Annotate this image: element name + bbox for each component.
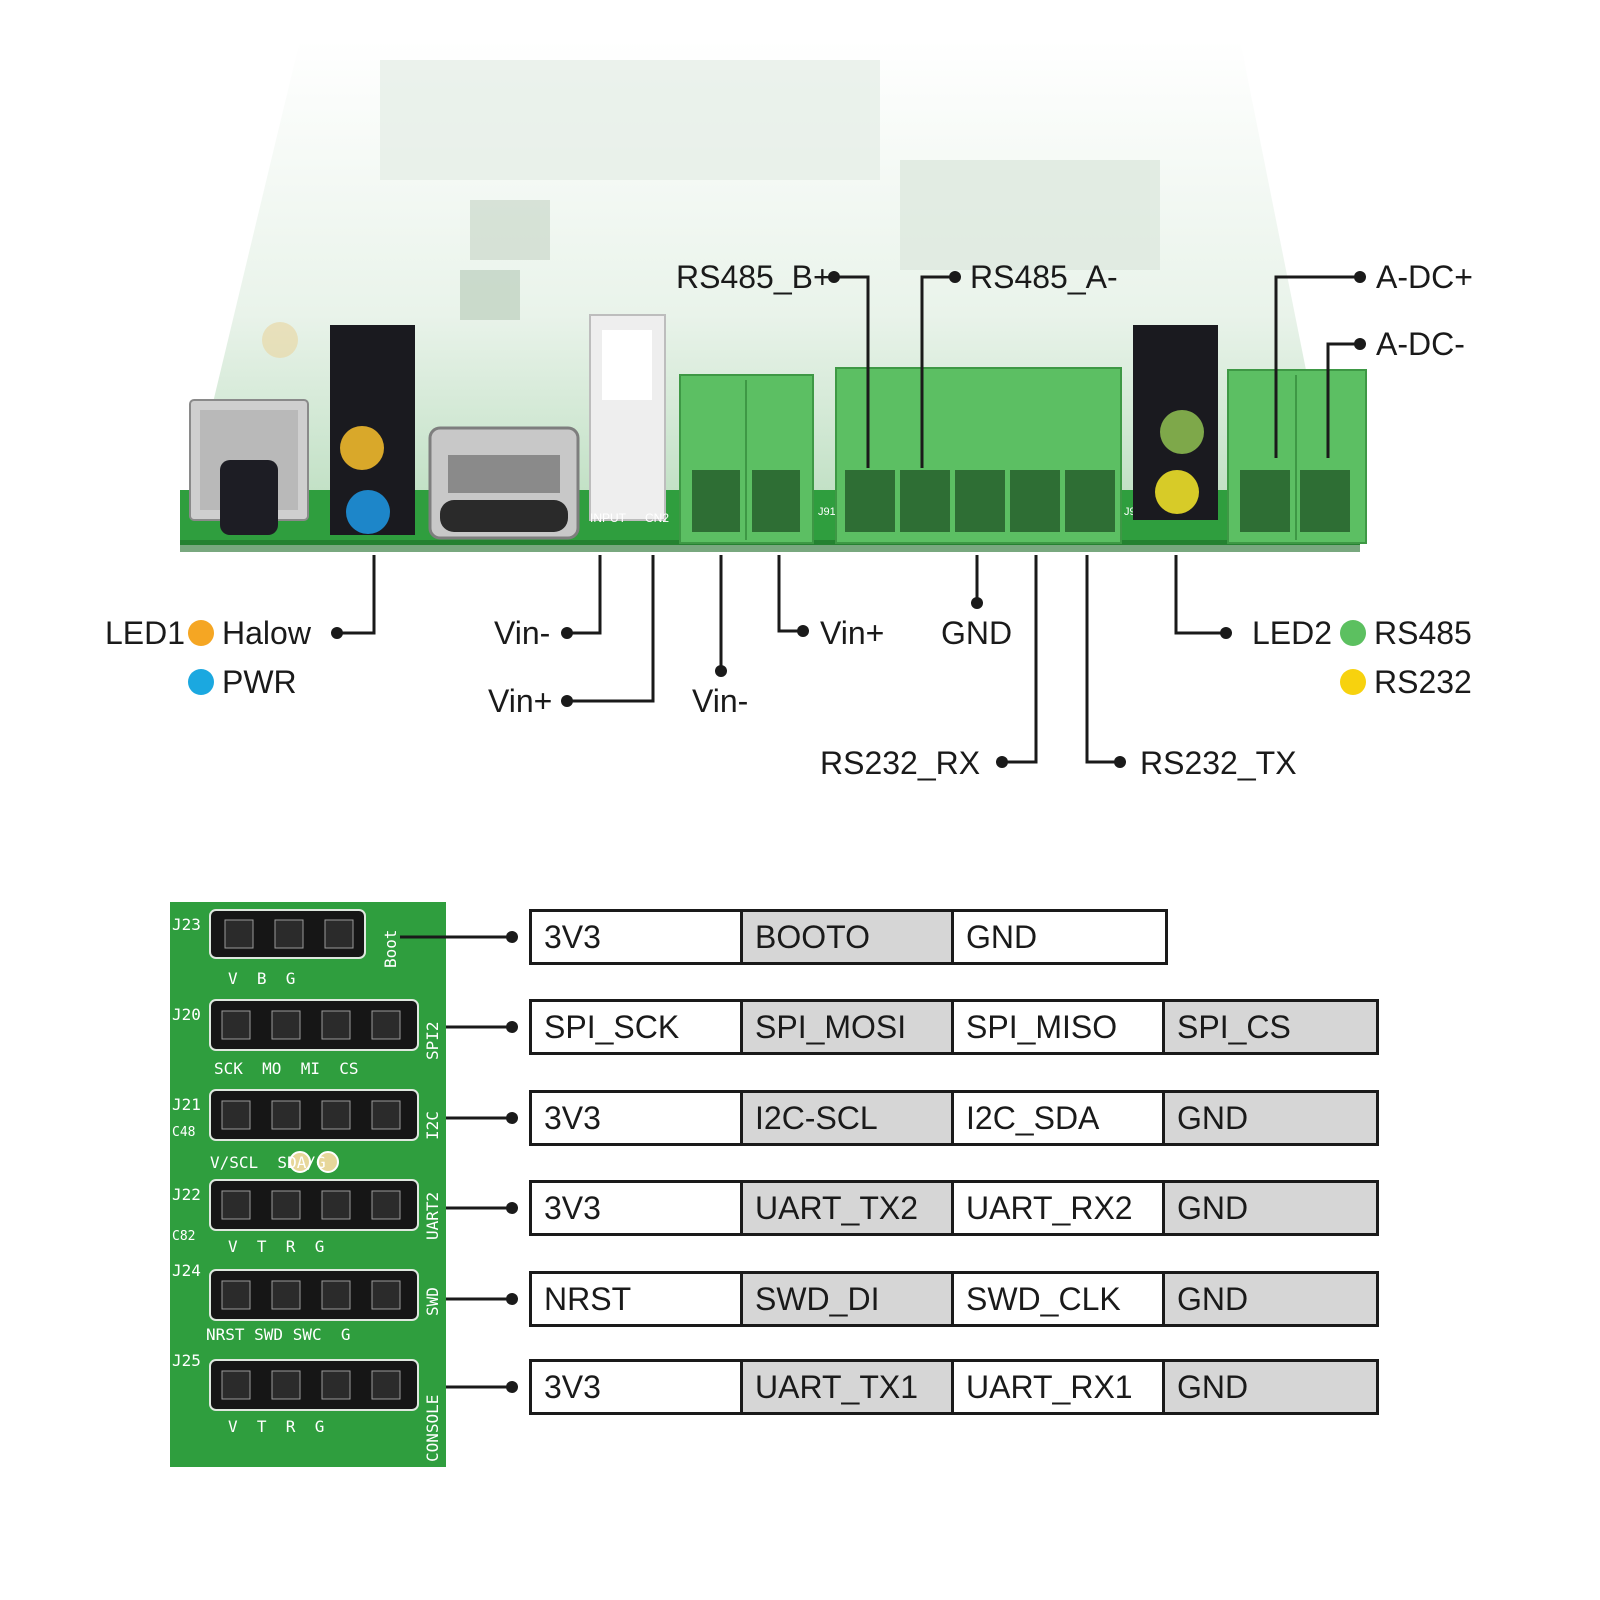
- led-green-dot-icon: [1340, 620, 1366, 646]
- pin-cell: SPI_MISO: [954, 1002, 1165, 1052]
- adc-terminal-block: [1227, 369, 1367, 544]
- pin-cell: I2C-SCL: [743, 1093, 954, 1143]
- pin-cell: GND: [1165, 1183, 1376, 1233]
- input-mark: INPUT: [590, 511, 627, 525]
- vin-minus-2-label: Vin-: [692, 683, 749, 719]
- pin-cell: GND: [1165, 1362, 1376, 1412]
- led2-label: LED2: [1252, 615, 1333, 651]
- j22-pins: V T R G: [228, 1237, 324, 1256]
- a-dc-minus-label: A-DC-: [1376, 326, 1465, 362]
- pin-table-spi: SPI_SCK SPI_MOSI SPI_MISO SPI_CS: [529, 999, 1379, 1055]
- j91-mark: J91: [818, 506, 836, 518]
- pin-cell: SPI_MOSI: [743, 1002, 954, 1052]
- pin-cell: GND: [1165, 1274, 1376, 1324]
- pin-cell: BOOTO: [743, 912, 954, 962]
- led1-halow-label: Halow: [222, 615, 311, 651]
- rs232-tx-label: RS232_TX: [1140, 745, 1297, 781]
- pin-cell: 3V3: [532, 1093, 743, 1143]
- rs232-rx-label: RS232_RX: [820, 745, 981, 781]
- pin-cell: 3V3: [532, 912, 743, 962]
- j20-ref: J20: [172, 1005, 201, 1024]
- pin-cell: UART_RX1: [954, 1362, 1165, 1412]
- vin-terminal-block: J91: [679, 374, 836, 544]
- j23-pins: V B G: [228, 969, 295, 988]
- led2-rs485-label: RS485: [1374, 615, 1472, 651]
- j21-ref: J21: [172, 1095, 201, 1114]
- pin-cell: I2C_SDA: [954, 1093, 1165, 1143]
- pin-cell: NRST: [532, 1274, 743, 1324]
- pin-cell: GND: [1165, 1093, 1376, 1143]
- uart2-side-mark: UART2: [423, 1192, 442, 1240]
- vin-plus-2-label: Vin+: [820, 615, 885, 651]
- rs485-b-plus-label: RS485_B+: [676, 259, 832, 295]
- pin-cell: UART_TX2: [743, 1183, 954, 1233]
- pin-table-i2c: 3V3 I2C-SCL I2C_SDA GND: [529, 1090, 1379, 1146]
- pin-cell: 3V3: [532, 1183, 743, 1233]
- boot-side-mark: Boot: [381, 929, 400, 968]
- j20-pins: SCK MO MI CS: [214, 1059, 359, 1078]
- led2-holder: [1133, 325, 1218, 520]
- header-leader-dots: [506, 931, 518, 1393]
- pin-table-console: 3V3 UART_TX1 UART_RX1 GND: [529, 1359, 1379, 1415]
- leader-dots: [331, 271, 1366, 768]
- led2-rs232-label: RS232: [1374, 664, 1472, 700]
- leader-lines: [337, 275, 1360, 764]
- j23-ref: J23: [172, 915, 201, 934]
- pin-table-swd: NRST SWD_DI SWD_CLK GND: [529, 1271, 1379, 1327]
- led-orange-dot-icon: [188, 620, 214, 646]
- spi2-side-mark: SPI2: [423, 1021, 442, 1060]
- c48-mark: C48: [172, 1125, 195, 1140]
- rs485-a-minus-label: RS485_A-: [970, 259, 1118, 295]
- c82-mark: C82: [172, 1229, 195, 1244]
- j24-pins: NRST SWD SWC G: [206, 1325, 351, 1344]
- pin-cell: GND: [954, 912, 1165, 962]
- led-yellow-dot-icon: [1340, 669, 1366, 695]
- led1-holder: [330, 325, 415, 535]
- pin-cell: SWD_CLK: [954, 1274, 1165, 1324]
- vin-minus-1-label: Vin-: [494, 615, 551, 651]
- j21-pins: V/SCL SDA/G: [210, 1153, 326, 1172]
- vin-plus-1-label: Vin+: [488, 683, 553, 719]
- swd-side-mark: SWD: [423, 1287, 442, 1316]
- pin-cell: UART_TX1: [743, 1362, 954, 1412]
- j24-ref: J24: [172, 1261, 201, 1280]
- input-connector: INPUT CN2: [589, 314, 669, 525]
- console-side-mark: CONSOLE: [423, 1395, 442, 1462]
- rs485-rs232-terminal-block: J90: [835, 367, 1142, 544]
- header-board: J23 V B G J20 SCK MO MI CS J21 C48 V/SCL…: [170, 902, 446, 1467]
- j22-ref: J22: [172, 1185, 201, 1204]
- gnd-label: GND: [941, 615, 1013, 651]
- pin-cell: 3V3: [532, 1362, 743, 1412]
- header-leader-lines: [400, 935, 512, 1389]
- led-blue-dot-icon: [188, 669, 214, 695]
- pin-cell: SPI_CS: [1165, 1002, 1376, 1052]
- usb-c-connector: [428, 426, 580, 540]
- pin-table-boot: 3V3 BOOTO GND: [529, 909, 1168, 965]
- cn2-mark: CN2: [645, 511, 669, 525]
- pin-cell: SWD_DI: [743, 1274, 954, 1324]
- a-dc-plus-label: A-DC+: [1376, 259, 1473, 295]
- led1-pwr-label: PWR: [222, 664, 297, 700]
- i2c-side-mark: I2C: [423, 1111, 442, 1140]
- led1-label: LED1: [105, 615, 186, 651]
- pin-cell: SPI_SCK: [532, 1002, 743, 1052]
- j25-ref: J25: [172, 1351, 201, 1370]
- push-button: [189, 399, 309, 535]
- pin-table-uart2: 3V3 UART_TX2 UART_RX2 GND: [529, 1180, 1379, 1236]
- pin-cell: UART_RX2: [954, 1183, 1165, 1233]
- j25-pins: V T R G: [228, 1417, 324, 1436]
